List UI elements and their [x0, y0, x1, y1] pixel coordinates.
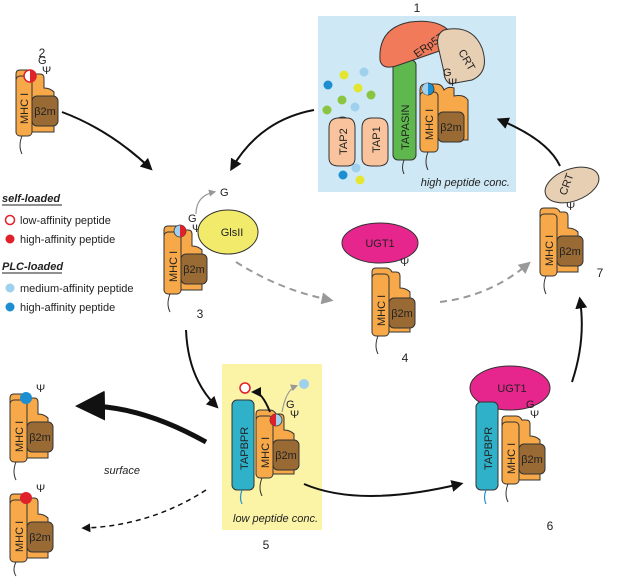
svg-text:Ψ: Ψ [530, 409, 539, 421]
svg-text:MHC I: MHC I [14, 421, 26, 452]
svg-text:Ψ: Ψ [36, 383, 45, 395]
glycan-box1: G Ψ [443, 67, 457, 89]
svg-text:β2m: β2m [29, 532, 51, 544]
arrow-5-to-surface-thick [75, 390, 208, 445]
mhc-complex-box1: MHC I β2m [419, 82, 469, 171]
svg-text:MHC I: MHC I [14, 521, 26, 552]
mhc-complex-step4: MHC I β2m Ψ [371, 257, 416, 355]
glsii-protein: GlsII [197, 209, 259, 255]
arrow-7-to-1 [496, 117, 561, 167]
legend-medium-affinity-label: medium-affinity peptide [20, 283, 134, 295]
arrow-5-to-6 [303, 480, 464, 497]
arrow-3-to-5 [185, 329, 219, 409]
step-1-number: 1 [414, 1, 421, 15]
svg-text:Ψ: Ψ [290, 409, 299, 421]
svg-text:G: G [188, 213, 197, 225]
legend-plc-title: PLC-loaded [2, 261, 63, 273]
crt-protein-step7: CRT [544, 166, 600, 204]
svg-text:UGT1: UGT1 [365, 238, 394, 250]
legend-low-affinity-marker [4, 214, 16, 226]
svg-text:Ψ: Ψ [36, 483, 45, 495]
svg-text:MHC I: MHC I [19, 93, 31, 124]
step-3-number: 3 [197, 307, 204, 321]
tap1-protein: TAP1 [361, 117, 389, 167]
step-5-number: 5 [263, 538, 270, 552]
ugt1-protein-step6: UGT1 [469, 365, 551, 411]
legend-high-affinity-plc-label: high-affinity peptide [20, 302, 115, 314]
mhc-complex-step6: MHC I β2m G Ψ [501, 399, 546, 503]
svg-text:TAP1: TAP1 [371, 126, 383, 153]
svg-text:GlsII: GlsII [221, 227, 244, 239]
svg-text:TAPBPR: TAPBPR [483, 427, 495, 470]
mhc-surface-top: MHC I β2m Ψ [9, 383, 54, 481]
svg-text:MHC I: MHC I [506, 443, 518, 474]
legend-low-affinity-label: low-affinity peptide [20, 215, 111, 227]
svg-text:TAPASIN: TAPASIN [400, 105, 412, 150]
svg-text:G: G [443, 67, 452, 79]
svg-text:Ψ: Ψ [192, 223, 201, 235]
svg-text:β2m: β2m [559, 246, 581, 258]
svg-text:Ψ: Ψ [566, 201, 575, 213]
svg-text:β2m: β2m [521, 454, 543, 466]
svg-text:MHC I: MHC I [168, 251, 180, 282]
tap2-protein: TAP2 [328, 116, 356, 167]
svg-text:Ψ: Ψ [42, 65, 51, 77]
svg-text:G: G [526, 399, 535, 411]
svg-text:G: G [38, 55, 47, 67]
mhc-complex-step7: MHC I β2m Ψ [539, 201, 584, 295]
svg-text:β2m: β2m [29, 432, 51, 444]
step-4-number: 4 [402, 351, 409, 365]
step-6-number: 6 [547, 519, 554, 533]
tapbpr-protein-step5: TAPBPR [231, 399, 255, 505]
svg-text:β2m: β2m [34, 106, 56, 118]
tapbpr-protein-step6: TAPBPR [475, 401, 499, 505]
svg-text:TAP2: TAP2 [338, 128, 350, 155]
svg-text:Ψ: Ψ [400, 257, 409, 269]
arrow-5-to-surface-dashed [81, 489, 207, 533]
step-2-number: 2 [39, 46, 46, 60]
legend-high-affinity-plc-marker [5, 302, 15, 312]
svg-text:β2m: β2m [391, 308, 413, 320]
svg-text:β2m: β2m [275, 450, 297, 462]
svg-text:G: G [220, 187, 229, 199]
legend-high-affinity-marker [5, 234, 15, 244]
legend-high-affinity-label: high-affinity peptide [20, 234, 115, 246]
legend-self-title: self-loaded [2, 193, 60, 205]
mhc-complex-step5: MHC I β2m G Ψ [255, 399, 300, 497]
free-peptides [322, 67, 376, 185]
high-peptide-label: high peptide conc. [421, 177, 510, 189]
svg-text:TAPBPR: TAPBPR [239, 427, 251, 470]
svg-text:MHC I: MHC I [260, 437, 272, 468]
svg-text:MHC I: MHC I [544, 235, 556, 266]
svg-text:β2m: β2m [440, 122, 462, 134]
svg-text:MHC I: MHC I [376, 295, 388, 326]
arrow-3-to-4 [235, 261, 334, 305]
mhc-surface-bottom: MHC I β2m Ψ [9, 483, 54, 577]
arrow-1-to-3 [230, 109, 315, 172]
legend: self-loaded low-affinity peptide high-af… [2, 193, 134, 314]
arrow-4-to-7 [439, 261, 531, 303]
arrow-6-to-7 [571, 296, 588, 383]
ugt1-protein-step4: UGT1 [341, 222, 419, 264]
tapasin-protein: TAPASIN [392, 59, 417, 175]
mhc-complex-step3: MHC I β2m G Ψ [163, 213, 208, 313]
legend-medium-affinity-marker [5, 283, 15, 293]
svg-text:G: G [286, 399, 295, 411]
svg-text:β2m: β2m [183, 264, 205, 276]
mhc-complex-step2: MHC I β2m G Ψ [15, 55, 59, 155]
svg-text:MHC I: MHC I [424, 109, 436, 140]
glucose-release: G [195, 187, 229, 215]
svg-text:Ψ: Ψ [448, 77, 457, 89]
arrow-2-to-3 [61, 111, 153, 171]
surface-label: surface [104, 465, 140, 477]
svg-text:UGT1: UGT1 [497, 383, 526, 395]
crt-protein-box1: CRT [437, 28, 485, 85]
low-peptide-label: low peptide conc. [233, 513, 318, 525]
peptide-exchange-step5 [239, 379, 309, 413]
step-7-number: 7 [597, 266, 604, 280]
